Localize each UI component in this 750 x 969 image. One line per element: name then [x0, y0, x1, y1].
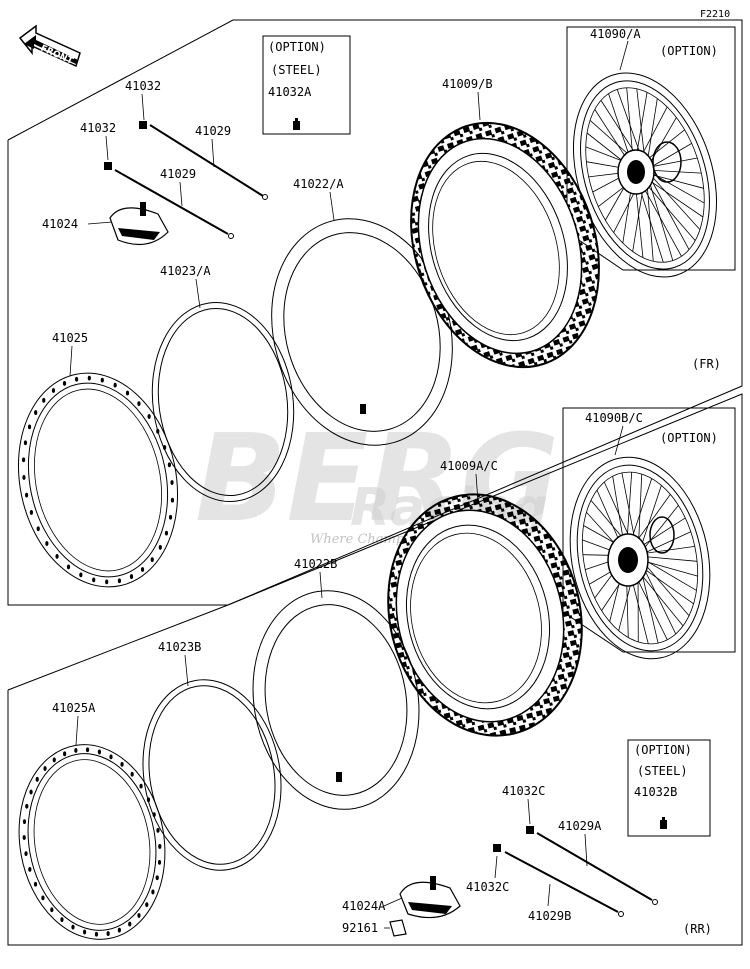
- front-option-box: (OPTION) (STEEL) 41032A: [262, 35, 351, 135]
- rim-lock-icon: [109, 202, 169, 246]
- label-41032-b: 41032: [80, 121, 116, 135]
- svg-text:41032B: 41032B: [634, 785, 677, 799]
- spoke-icon: [504, 851, 619, 913]
- rim-band-icon: [151, 301, 295, 503]
- spoke-icon: [536, 832, 653, 901]
- svg-text:41090/A: 41090/A: [590, 27, 641, 41]
- label-41025: 41025: [52, 331, 88, 345]
- spoke-nipple-icon: [493, 844, 501, 852]
- front-wheel-icon: [572, 72, 718, 278]
- label-41024: 41024: [42, 217, 78, 231]
- svg-text:(OPTION): (OPTION): [634, 743, 692, 757]
- front-section-frame: [7, 19, 743, 606]
- front-tire-icon: [410, 121, 600, 369]
- label-92161: 92161: [342, 921, 378, 935]
- front-rim-icon: [17, 372, 179, 588]
- label-41024a: 41024A: [342, 899, 386, 913]
- spoke-nipple-icon: [526, 826, 534, 834]
- rear-section-label: (RR): [683, 922, 712, 936]
- rear-wheel-icon: [569, 456, 711, 660]
- rim-lock-nut-icon: [389, 919, 407, 937]
- svg-text:(OPTION): (OPTION): [268, 40, 326, 54]
- label-41023b: 41023B: [158, 640, 201, 654]
- valve-stem-icon: [360, 404, 366, 414]
- label-41023-a: 41023/A: [160, 264, 211, 278]
- spoke-icon: [149, 124, 264, 197]
- valve-stem-icon: [336, 772, 342, 782]
- svg-text:(OPTION): (OPTION): [660, 431, 718, 445]
- label-41009-ac: 41009A/C: [440, 459, 498, 473]
- label-41022b: 41022B: [294, 557, 337, 571]
- label-41029a: 41029A: [558, 819, 602, 833]
- label-41032-a: 41032: [125, 79, 161, 93]
- svg-text:41090B/C: 41090B/C: [585, 411, 643, 425]
- front-arrow-icon: FRONT: [18, 24, 81, 67]
- diagram-code: F2210: [700, 9, 730, 20]
- label-41025a: 41025A: [52, 701, 96, 715]
- rear-rim-icon: [18, 744, 166, 940]
- label-41029-a: 41029: [195, 124, 231, 138]
- front-section-label: (FR): [692, 357, 721, 371]
- spoke-nipple-icon: [293, 118, 300, 130]
- label-41022-a: 41022/A: [293, 177, 344, 191]
- spoke-nipple-icon: [104, 162, 112, 170]
- rear-wheel-option: 41090B/C (OPTION): [562, 407, 736, 660]
- rear-tire-icon: [387, 493, 583, 737]
- spoke-nipple-icon: [660, 817, 667, 829]
- svg-text:(STEEL): (STEEL): [271, 63, 322, 77]
- label-41029b: 41029B: [528, 909, 571, 923]
- svg-text:(OPTION): (OPTION): [660, 44, 718, 58]
- label-41032c-a: 41032C: [502, 784, 545, 798]
- rim-lock-icon: [399, 876, 461, 919]
- watermark-tagline: Where Champ: [310, 532, 405, 547]
- rear-option-box: (OPTION) (STEEL) 41032B: [627, 739, 711, 837]
- spoke-icon: [114, 169, 229, 235]
- spoke-nipple-icon: [139, 121, 147, 129]
- inner-tube-icon: [252, 590, 420, 810]
- label-41009-b: 41009/B: [442, 77, 493, 91]
- rim-band-icon: [142, 679, 282, 871]
- svg-text:41032A: 41032A: [268, 85, 312, 99]
- label-41029-b: 41029: [160, 167, 196, 181]
- svg-text:(STEEL): (STEEL): [637, 764, 688, 778]
- rear-section-frame: [7, 393, 743, 946]
- label-41032c-b: 41032C: [466, 880, 509, 894]
